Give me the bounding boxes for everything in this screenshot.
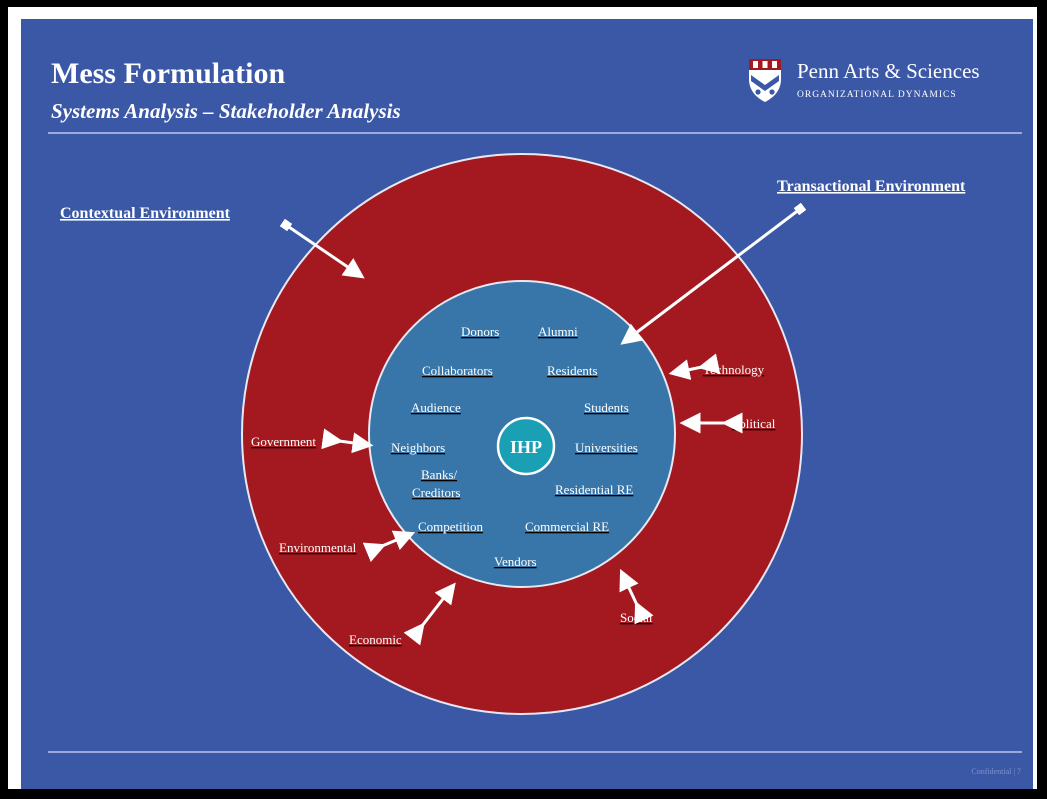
stakeholder-audience: Audience xyxy=(411,400,461,415)
stakeholder-banks: Banks/ xyxy=(421,467,458,482)
footer-divider xyxy=(48,751,1022,753)
stakeholder-donors: Donors xyxy=(461,324,499,339)
penn-logo: Penn Arts & Sciences ORGANIZATIONAL DYNA… xyxy=(747,57,1027,113)
environmental-arrow xyxy=(362,530,416,563)
stakeholder-collaborators: Collaborators xyxy=(422,363,493,378)
footer-text: Confidential | 7 xyxy=(971,767,1021,776)
transactional-environment-arrow xyxy=(620,202,807,345)
slide: Mess Formulation Systems Analysis – Stak… xyxy=(21,19,1033,789)
social-arrow xyxy=(619,568,654,625)
contextual-environment-label: Contextual Environment xyxy=(60,205,231,222)
stakeholder-alumni: Alumni xyxy=(538,324,578,339)
logo-subtitle: ORGANIZATIONAL DYNAMICS xyxy=(797,90,957,100)
transactional-environment-label: Transactional Environment xyxy=(777,178,966,195)
force-environmental: Environmental xyxy=(279,540,357,555)
technology-arrow xyxy=(668,353,721,380)
stakeholder-commercial-re: Commercial RE xyxy=(525,519,609,534)
stakeholder-students: Students xyxy=(584,400,629,415)
stakeholder-residential-re: Residential RE xyxy=(555,482,633,497)
stakeholder-diagram: IHP Contextual Environment Transactional… xyxy=(60,153,966,715)
force-political: Political xyxy=(732,416,776,431)
stakeholder-vendors: Vendors xyxy=(494,554,537,569)
stakeholder-competition: Competition xyxy=(418,519,484,534)
slide-title: Mess Formulation xyxy=(51,57,286,90)
force-economic: Economic xyxy=(349,632,402,647)
stakeholder-creditors: Creditors xyxy=(412,485,460,500)
ihp-center-circle xyxy=(496,416,556,476)
slide-subtitle: Systems Analysis – Stakeholder Analysis xyxy=(51,99,401,123)
government-arrow xyxy=(321,428,374,454)
penn-shield-icon xyxy=(749,59,781,102)
stakeholder-residents: Residents xyxy=(547,363,598,378)
ihp-label: IHP xyxy=(510,437,542,457)
header-divider xyxy=(48,132,1022,134)
force-social: Social xyxy=(620,610,653,625)
contextual-environment-arrow xyxy=(279,218,365,279)
force-technology: Technology xyxy=(703,362,765,377)
stakeholder-universities: Universities xyxy=(575,440,638,455)
logo-name: Penn Arts & Sciences xyxy=(797,59,980,83)
force-government: Government xyxy=(251,434,316,449)
economic-arrow xyxy=(403,582,456,646)
stakeholder-neighbors: Neighbors xyxy=(391,440,445,455)
